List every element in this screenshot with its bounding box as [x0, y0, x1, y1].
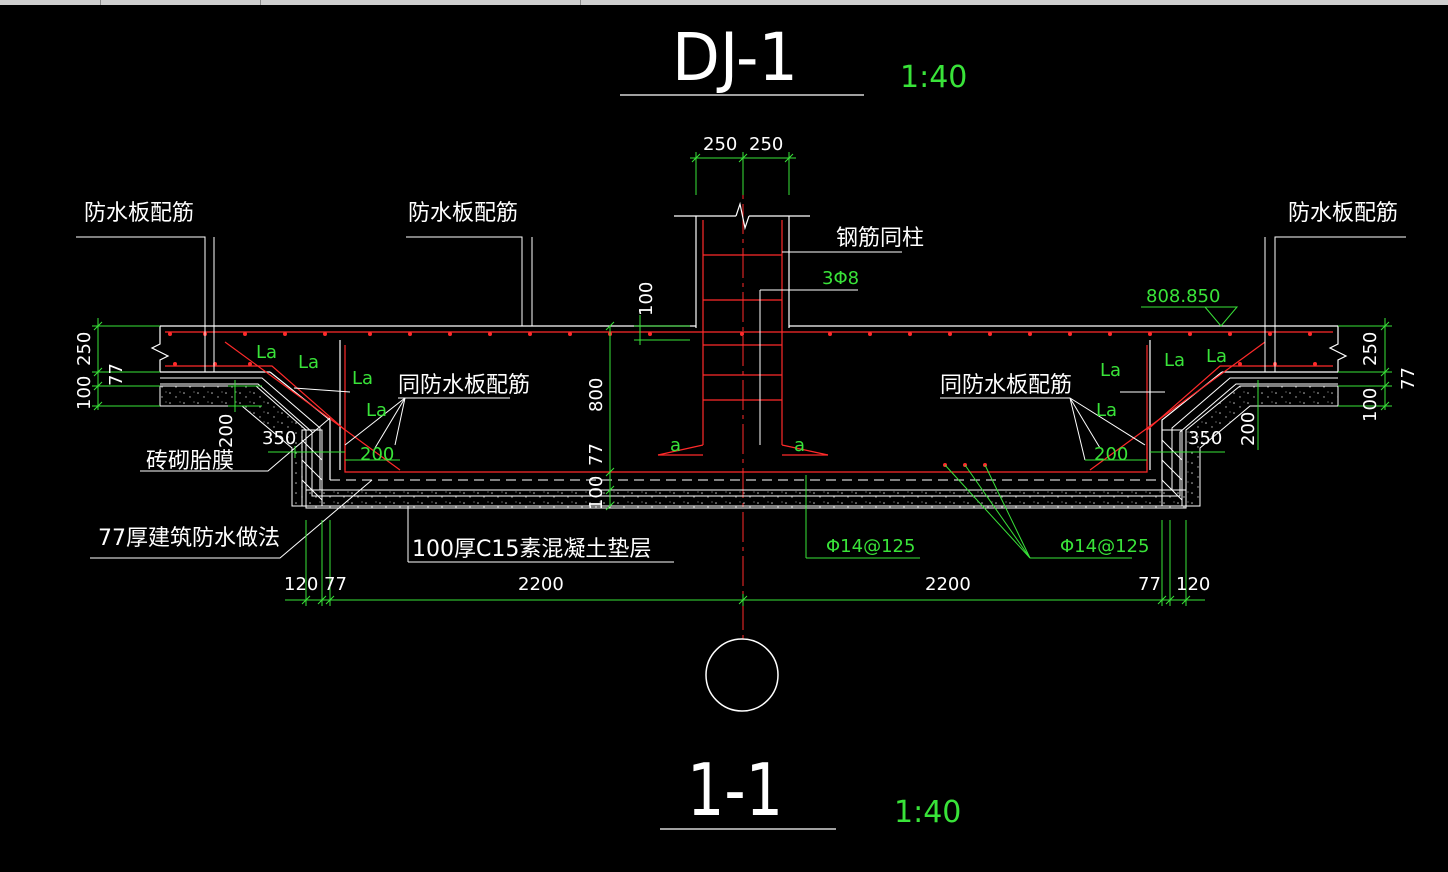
tab-segment[interactable]: [0, 0, 101, 5]
dim-col-right: 250: [749, 134, 783, 155]
label-same-wp-right: 同防水板配筋: [940, 373, 1072, 398]
dim-inner-200-right: 200: [1094, 444, 1128, 465]
dim-250-left: 250: [74, 332, 95, 366]
la-label: La: [1164, 350, 1185, 371]
label-same-wp-left: 同防水板配筋: [398, 373, 530, 398]
label-wp-rebar-left: 防水板配筋: [84, 201, 194, 226]
dimension-lines: [92, 152, 1392, 606]
dim-100-top: 100: [636, 282, 657, 316]
dim-100-right-side: 100: [1360, 388, 1381, 422]
label-wp-rebar-mid: 防水板配筋: [408, 201, 518, 226]
column-rebar: [657, 220, 829, 456]
brick-mold: [301, 429, 1183, 507]
slab-rebar: [165, 331, 1333, 473]
label-bottom-rebar-1: Φ14@125: [826, 536, 915, 557]
la-label: La: [366, 400, 387, 421]
window-top-bar: [0, 0, 1448, 5]
dim-col-left: 250: [703, 134, 737, 155]
label-wp-rebar-right: 防水板配筋: [1288, 201, 1398, 226]
green-leaders: [805, 306, 1239, 559]
a-label-left: a: [670, 435, 681, 456]
dim-2200-right: 2200: [925, 574, 971, 595]
axis-bubble: [705, 638, 779, 712]
tab-segment[interactable]: [100, 0, 261, 5]
la-label: La: [298, 352, 319, 373]
dim-800: 800: [586, 378, 607, 412]
waterproof-layer: [160, 377, 1338, 497]
dim-77-left-side: 77: [106, 363, 127, 386]
label-brick-mold: 砖砌胎膜: [146, 449, 234, 474]
label-elevation: 808.850: [1146, 286, 1220, 307]
dim-77-left: 77: [324, 574, 347, 595]
la-label: La: [1096, 400, 1117, 421]
bottom-cushion: [305, 489, 1187, 507]
tab-segment[interactable]: [260, 0, 581, 5]
la-label: La: [352, 368, 373, 389]
dim-inner-200-left: 200: [360, 444, 394, 465]
la-label: La: [1100, 360, 1121, 381]
dim-120-right: 120: [1176, 574, 1210, 595]
dim-250-right: 250: [1360, 332, 1381, 366]
dim-350-right: 350: [1188, 428, 1222, 449]
label-waterproof: 77厚建筑防水做法: [98, 526, 280, 551]
column: [674, 201, 810, 328]
dim-200-left: 200: [216, 414, 237, 448]
dim-2200-left: 2200: [518, 574, 564, 595]
section-label: 1-1: [687, 748, 783, 832]
la-label: La: [1206, 346, 1227, 367]
dim-100-left-side: 100: [74, 376, 95, 410]
dim-77-mid: 77: [586, 443, 607, 466]
section-scale: 1:40: [894, 795, 961, 830]
dim-77-right-side: 77: [1398, 367, 1419, 390]
la-labels: La La La La La La La La: [256, 342, 1227, 421]
label-bottom-rebar-2: Φ14@125: [1060, 536, 1149, 557]
la-label: La: [256, 342, 277, 363]
a-label-right: a: [794, 435, 805, 456]
dim-100-mid: 100: [586, 476, 607, 510]
dim-350-left: 350: [262, 428, 296, 449]
title-scale: 1:40: [900, 60, 967, 95]
dim-120-left: 120: [284, 574, 318, 595]
label-cushion: 100厚C15素混凝土垫层: [412, 537, 651, 562]
leader-lines: [76, 236, 1406, 563]
dim-200-right: 200: [1238, 412, 1259, 446]
dim-77-right: 77: [1138, 574, 1161, 595]
label-stirrup: 3Φ8: [822, 268, 859, 289]
drawing-title: DJ-1: [672, 19, 798, 96]
label-rebar-same-column: 钢筋同柱: [836, 226, 924, 251]
